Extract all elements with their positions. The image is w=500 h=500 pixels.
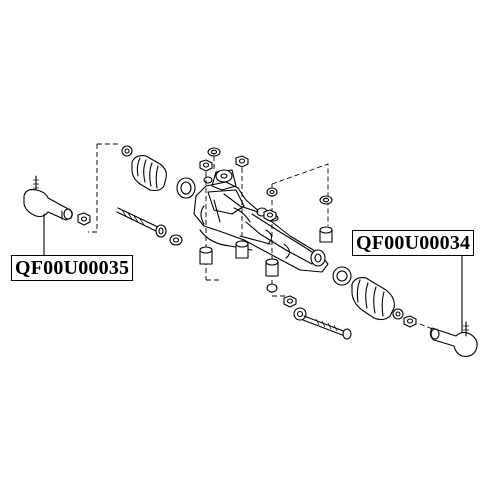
left-dashed-bracket — [88, 144, 98, 233]
right-outer-nut — [403, 315, 417, 328]
right-upper-nut — [263, 209, 277, 222]
left-tie-rod-end — [23, 175, 73, 221]
right-lower-nut — [283, 295, 297, 308]
left-boot-clamp — [176, 177, 196, 199]
left-mount-nut — [199, 159, 213, 172]
right-boot-clamp — [332, 266, 352, 286]
left-part-number-label: QF00U00035 — [11, 255, 134, 281]
right-dashed-bracket — [271, 163, 329, 297]
left-inner-tie-rod — [116, 207, 167, 238]
left-mount-bushing — [199, 246, 213, 265]
left-outer-nut — [77, 212, 91, 226]
right-lower-washer — [266, 283, 278, 293]
rack-housing — [193, 169, 329, 273]
right-inner-tie-rod — [293, 307, 352, 340]
center-mount-bushing — [235, 240, 249, 259]
right-rack-boot — [351, 277, 404, 321]
left-mount-washer — [207, 147, 221, 157]
left-lock-washer — [169, 234, 183, 246]
right-part-number-label: QF00U00034 — [352, 230, 475, 256]
right-mount-washer — [319, 195, 333, 205]
right-lower-bushing — [265, 258, 279, 277]
right-upper-washer — [266, 187, 278, 197]
right-tie-rod-end — [429, 321, 478, 357]
left-rack-boot — [121, 145, 167, 192]
right-mount-nut — [235, 155, 249, 168]
right-mount-bushing — [319, 226, 333, 243]
